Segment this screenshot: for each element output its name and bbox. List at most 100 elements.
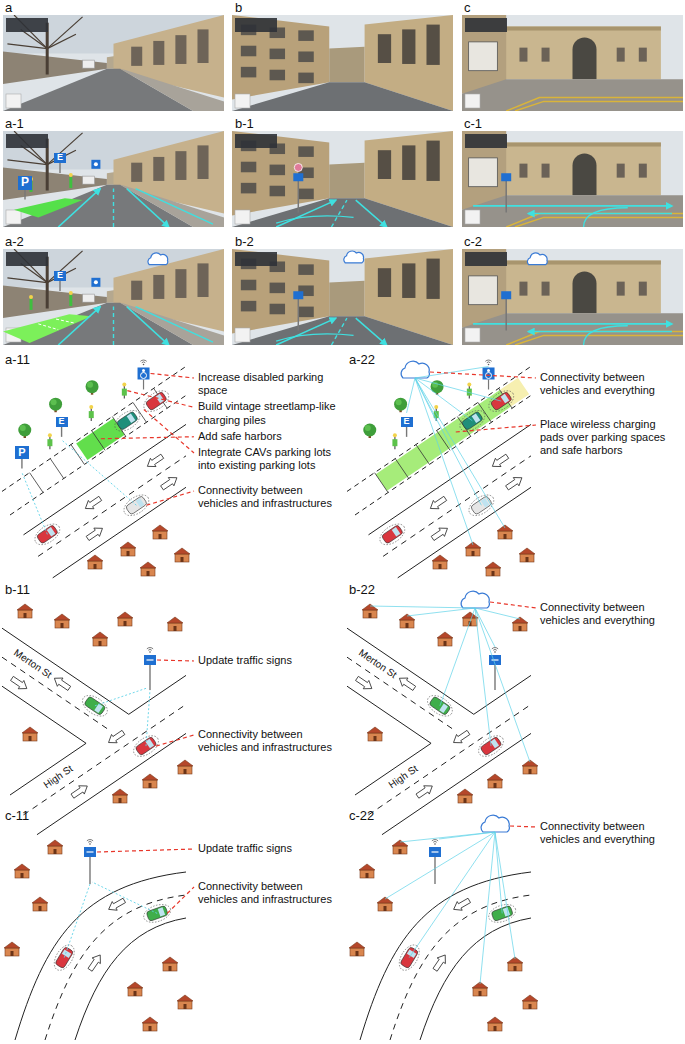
tree-icon-part bbox=[86, 380, 99, 393]
house-icon-part bbox=[523, 1001, 537, 1009]
car-icon-part bbox=[392, 527, 401, 536]
street-photo-part-part bbox=[241, 67, 256, 78]
planning-overlay-part bbox=[3, 314, 91, 343]
callout-text: Connectivity between vehicles and infras… bbox=[198, 728, 343, 754]
planning-overlay-part bbox=[298, 179, 300, 213]
house-icon bbox=[112, 789, 128, 803]
street-photo-part-part bbox=[6, 94, 21, 108]
street-photo-part-part bbox=[519, 282, 527, 296]
street-photo-part-part bbox=[298, 30, 313, 41]
house-icon-part bbox=[523, 766, 537, 774]
street-photo-part-part bbox=[462, 131, 683, 227]
road-line bbox=[355, 743, 431, 795]
street-photo-part-part bbox=[298, 307, 313, 318]
house-icon-part bbox=[359, 864, 375, 870]
street-photo-part-part bbox=[131, 281, 142, 300]
house-icon bbox=[522, 760, 538, 774]
planning-overlay bbox=[473, 173, 672, 227]
house-icon bbox=[497, 525, 513, 539]
street-photo-part bbox=[232, 249, 453, 345]
house-icon-part bbox=[378, 903, 392, 911]
house-icon-part bbox=[457, 789, 473, 795]
house-icon-part bbox=[444, 641, 447, 646]
street-photo-part-part bbox=[241, 46, 256, 57]
house-icon-part bbox=[487, 774, 503, 780]
house-icon bbox=[87, 555, 103, 569]
road-line bbox=[75, 918, 186, 1040]
house-icon-part bbox=[113, 795, 127, 803]
street-photo-part-part bbox=[232, 249, 453, 345]
street-photo-part-part bbox=[241, 162, 256, 173]
disabled-parking-sign-part bbox=[483, 367, 495, 379]
house-icon bbox=[47, 840, 63, 854]
wifi-icon-part bbox=[140, 360, 146, 361]
tree-icon bbox=[86, 380, 99, 395]
house-icon-part bbox=[392, 840, 408, 846]
street-photo-part-part bbox=[120, 69, 224, 111]
street-photo-part-part bbox=[465, 94, 480, 108]
sign-letter: E bbox=[56, 417, 68, 427]
house-icon bbox=[487, 1017, 503, 1031]
cloud-icon bbox=[401, 361, 429, 378]
street-photo-part-part bbox=[329, 281, 364, 317]
house-icon-part bbox=[120, 542, 136, 548]
house-icon-part bbox=[384, 906, 387, 911]
v2x-link bbox=[475, 608, 530, 762]
planning-overlay-part bbox=[276, 216, 353, 223]
cloud-icon bbox=[148, 253, 168, 265]
house-icon bbox=[512, 617, 528, 631]
street-photo-part-part bbox=[270, 283, 285, 294]
car-icon-part bbox=[439, 704, 448, 713]
house-icon bbox=[472, 982, 488, 996]
road-line bbox=[347, 686, 431, 743]
planning-overlay-part bbox=[501, 291, 511, 299]
house-icon bbox=[392, 840, 408, 854]
house-icon-part bbox=[466, 548, 480, 556]
wifi-icon bbox=[140, 360, 146, 365]
wifi-icon-part bbox=[432, 840, 438, 841]
house-icon-part bbox=[519, 626, 522, 631]
planning-overlay-part bbox=[501, 173, 511, 181]
callout-text: Connectivity between vehicles and infras… bbox=[198, 484, 343, 510]
street-photo-part-part bbox=[298, 51, 313, 62]
junction-schematic bbox=[2, 604, 193, 835]
street-photo-part-part bbox=[465, 134, 507, 148]
house-icon-part bbox=[519, 548, 535, 554]
disabled-parking-sign-part bbox=[142, 369, 145, 372]
car-icon bbox=[395, 941, 423, 973]
sign-posts bbox=[22, 163, 407, 469]
street-photo-part-part bbox=[6, 18, 48, 32]
v2x-link bbox=[415, 378, 472, 421]
street-photo-part bbox=[232, 15, 453, 111]
street-photo-part-part bbox=[465, 328, 480, 342]
wifi-icon bbox=[147, 648, 153, 653]
wifi-icon bbox=[492, 648, 498, 653]
car-icon-part bbox=[501, 394, 510, 403]
parking-street-schematic-part bbox=[395, 459, 408, 479]
disabled-parking-sign-part bbox=[488, 379, 489, 389]
car-icon-part bbox=[472, 414, 481, 423]
street-photo-part-part bbox=[270, 165, 285, 176]
street-photo-part-part bbox=[639, 282, 647, 296]
road-line bbox=[347, 628, 474, 714]
planning-overlay-part bbox=[58, 307, 100, 345]
lane-arrow bbox=[415, 782, 436, 800]
street-photo-part-part bbox=[502, 27, 661, 31]
street-photo-part-part bbox=[197, 29, 208, 63]
wifi-icon-part bbox=[143, 364, 145, 366]
car-icon-part bbox=[136, 498, 145, 507]
disabled-parking-sign-part bbox=[138, 367, 150, 379]
sign-post bbox=[24, 190, 25, 200]
wifi-icon-part bbox=[493, 649, 497, 651]
wifi-icon-part bbox=[433, 841, 437, 843]
callout-text: Place wireless charging pads over parkin… bbox=[540, 418, 680, 458]
road-line bbox=[382, 733, 531, 834]
house-icon-part bbox=[498, 531, 512, 539]
house-icon bbox=[4, 942, 20, 956]
traffic-sign-icon-part bbox=[492, 659, 499, 660]
street-photo-part-part bbox=[426, 259, 439, 299]
street-photo-part-part bbox=[47, 17, 82, 49]
house-icon-part bbox=[87, 555, 103, 561]
house-icon-part bbox=[14, 864, 30, 870]
